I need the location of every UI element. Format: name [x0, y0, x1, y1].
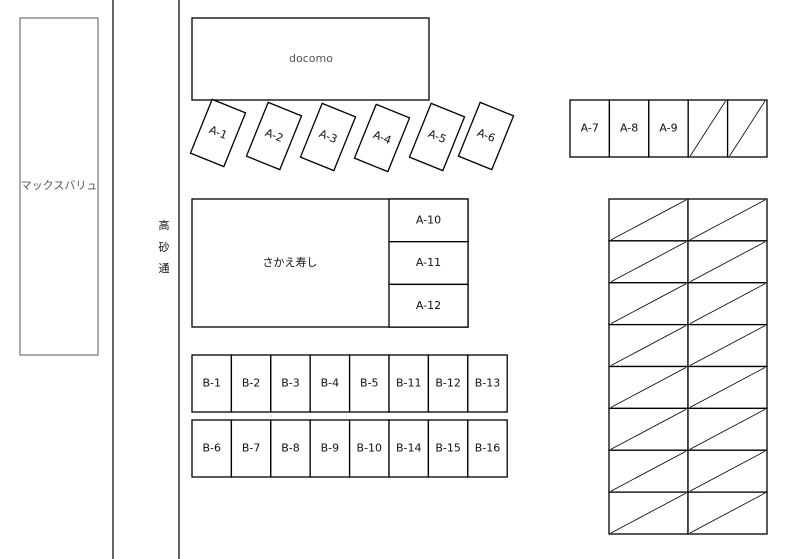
- unavailable-mark: [729, 100, 766, 157]
- parking-space: [427, 419, 469, 478]
- maxvalu-building: [19, 17, 99, 356]
- parking-space: [457, 101, 515, 171]
- parking-space: [348, 419, 390, 478]
- parking-space-label: A-5: [426, 127, 448, 146]
- parking-space-label: B-5: [360, 377, 379, 390]
- unavailable-mark: [610, 409, 687, 450]
- unavailable-mark: [689, 100, 726, 157]
- unavailable-mark: [610, 325, 687, 366]
- angled-space: A-4: [353, 103, 411, 173]
- angled-space: A-1: [189, 98, 247, 168]
- sakae-sushi-label: さかえ寿し: [263, 255, 318, 269]
- parking-space-label: B-3: [281, 377, 300, 390]
- parking-space-label: A-10: [416, 213, 441, 226]
- parking-space: [648, 99, 689, 158]
- parking-space-label: A-4: [371, 128, 393, 147]
- parking-space: [388, 198, 469, 243]
- road-char-1: 高: [159, 218, 170, 232]
- angled-space: A-6: [457, 101, 515, 171]
- parking-space-label: B-14: [396, 442, 422, 455]
- docomo-building: [191, 17, 430, 101]
- unavailable-mark: [610, 450, 687, 492]
- parking-space-label: A-3: [317, 127, 339, 146]
- parking-space-label: B-6: [202, 442, 221, 455]
- parking-space-label: A-7: [581, 122, 599, 135]
- parking-space-label: B-4: [321, 377, 340, 390]
- parking-space-label: A-12: [416, 299, 441, 312]
- unavailable-mark: [689, 325, 766, 366]
- unavailable-mark: [689, 409, 766, 450]
- parking-space: [189, 98, 247, 168]
- angled-space: A-3: [299, 102, 357, 172]
- parking-space-label: B-16: [475, 442, 501, 455]
- parking-space: [467, 419, 508, 478]
- parking-space-label: B-7: [242, 442, 261, 455]
- docomo-label: docomo: [289, 52, 333, 65]
- parking-space: [230, 419, 272, 478]
- parking-space-label: B-8: [281, 442, 300, 455]
- parking-space: [299, 102, 357, 172]
- parking-space-label: B-13: [475, 377, 501, 390]
- parking-space-label: B-11: [396, 377, 422, 390]
- parking-space: [388, 354, 430, 413]
- parking-space: [388, 283, 469, 328]
- road-char-3: 通: [159, 262, 170, 275]
- parking-space-label: B-2: [242, 377, 261, 390]
- parking-space: [309, 354, 351, 413]
- unavailable-mark: [689, 241, 766, 283]
- parking-space: [569, 99, 611, 158]
- parking-space-label: A-9: [659, 122, 677, 135]
- unavailable-mark: [689, 283, 766, 324]
- unavailable-mark: [689, 450, 766, 492]
- angled-space: A-5: [408, 102, 466, 172]
- parking-space: [191, 419, 233, 478]
- parking-space: [408, 102, 466, 172]
- parking-space-label: B-9: [321, 442, 340, 455]
- parking-space-label: B-1: [202, 377, 221, 390]
- parking-space: [348, 354, 390, 413]
- parking-space: [467, 354, 508, 413]
- parking-space: [270, 354, 311, 413]
- parking-space: [427, 354, 469, 413]
- parking-space-label: A-2: [263, 126, 285, 145]
- unavailable-mark: [610, 241, 687, 283]
- unavailable-mark: [689, 492, 766, 534]
- angled-space: A-2: [245, 101, 303, 171]
- parking-space: [388, 419, 430, 478]
- unavailable-mark: [610, 283, 687, 324]
- unavailable-mark: [689, 199, 766, 241]
- unavailable-mark: [689, 367, 766, 408]
- parking-space-label: B-10: [357, 442, 383, 455]
- parking-space-label: A-8: [620, 122, 638, 135]
- parking-space-label: B-15: [435, 442, 461, 455]
- road-char-2: 砂: [159, 241, 170, 254]
- parking-space-label: B-12: [435, 377, 461, 390]
- parking-space-label: A-11: [416, 256, 441, 269]
- parking-space: [353, 103, 411, 173]
- parking-space: [245, 101, 303, 171]
- parking-space-label: A-1: [207, 123, 229, 142]
- parking-space-label: A-6: [475, 126, 497, 145]
- unavailable-mark: [610, 492, 687, 534]
- unavailable-mark: [610, 367, 687, 408]
- unavailable-mark: [610, 199, 687, 241]
- maxvalu-label: マックスバリュ: [21, 179, 98, 192]
- parking-space: [388, 241, 469, 286]
